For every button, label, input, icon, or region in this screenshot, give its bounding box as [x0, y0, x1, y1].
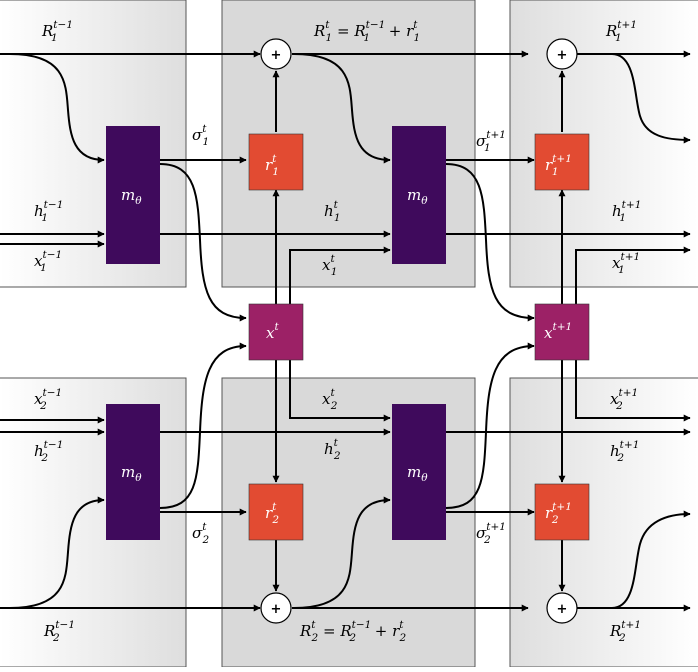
plus-sign: +: [271, 48, 282, 63]
wire-R2-t-to-model: [293, 496, 391, 609]
reward-box-r2-t: [248, 483, 304, 541]
plus-sign: +: [557, 48, 568, 63]
sum-node-bottom-t1: [546, 592, 578, 624]
state-box-x-t1: [534, 303, 590, 361]
x-t-label: xt: [266, 321, 279, 342]
sum-node-bottom-t: [260, 592, 292, 624]
model-box-bottom-left: [106, 404, 160, 540]
model-box-bottom-right: [392, 404, 446, 540]
model-label: mθ: [121, 186, 142, 207]
wire-model2-to-x-t1: [445, 163, 535, 322]
model-label: mθ: [407, 463, 428, 484]
sum-node-top-t1: [546, 38, 578, 70]
wire-R1-next-branch: [611, 53, 691, 144]
reward-box-r1-t1: [534, 133, 590, 191]
plus-sign: +: [557, 602, 568, 617]
reward-box-r1-t: [248, 133, 304, 191]
wire-R2-next-branch: [611, 510, 691, 609]
sum-node-top-t: [260, 38, 292, 70]
plus-sign: +: [271, 602, 282, 617]
wire-x2-next: [575, 360, 691, 422]
model-box-top-right: [392, 126, 446, 264]
wires: [0, 50, 691, 612]
sum-nodes: + + + +: [260, 38, 578, 624]
wire-R2-prev-to-model: [9, 496, 105, 609]
x-t1-label: xt+1: [544, 321, 572, 342]
wire-x2-t: [289, 360, 391, 422]
model-label: mθ: [407, 186, 428, 207]
state-box-x-t: [248, 303, 304, 361]
wire-R1-prev-to-model: [9, 53, 105, 164]
wire-R1-t-to-model: [293, 53, 391, 164]
model-box-top-left: [106, 126, 160, 264]
reward-box-r2-t1: [534, 483, 590, 541]
wire-x1-next: [575, 246, 691, 304]
panel-top-right: [509, 0, 698, 288]
boxes: [106, 126, 590, 541]
model-label: mθ: [121, 463, 142, 484]
wire-x1-t: [289, 246, 391, 304]
wire-model1-to-x-t: [159, 163, 247, 322]
